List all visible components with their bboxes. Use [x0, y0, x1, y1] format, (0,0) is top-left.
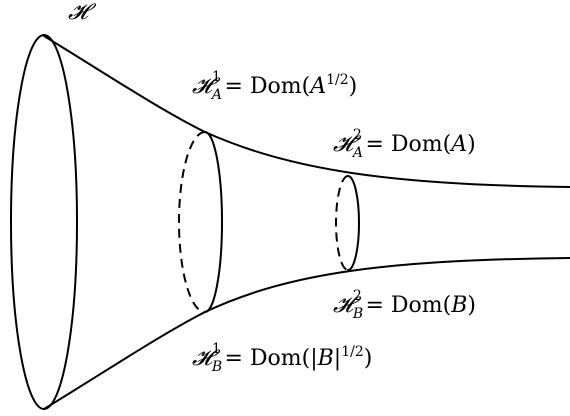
h1b-operator: B — [317, 346, 334, 371]
h2a-superscript: 2 — [352, 127, 362, 143]
h2a-subscript: A — [352, 145, 363, 161]
h1b-superscript: 1 — [211, 341, 221, 357]
h1b-subscript: B — [211, 359, 223, 375]
h1b-dom: Dom — [249, 346, 302, 371]
h1a-superscript: 1 — [211, 69, 221, 85]
h1b-equals: = — [217, 346, 250, 371]
middle-ellipse-front — [204, 131, 223, 313]
inner-ellipse-front — [347, 175, 360, 271]
lower-boundary-curve — [43, 257, 570, 410]
h2b-operator: B — [451, 293, 468, 318]
h1a-subscript: A — [211, 87, 222, 103]
h2a-dom: Dom — [390, 132, 443, 157]
h2a-open-paren: ( — [442, 132, 452, 157]
h1a-close-paren: ) — [348, 74, 358, 99]
outer-ellipse-h — [10, 34, 78, 410]
h1a-open-paren: ( — [301, 74, 311, 99]
h2b-superscript: 2 — [352, 288, 362, 304]
h-symbol: 𝓗 — [68, 0, 88, 25]
h2a-equals: = — [358, 132, 391, 157]
h1b-open-paren: (| — [301, 346, 318, 371]
h1a-symbol: 𝓗 — [192, 74, 212, 99]
h2a-symbol: 𝓗 — [333, 132, 353, 157]
h1b-exponent: 1/2 — [341, 344, 364, 360]
h1a-operator: A — [310, 74, 327, 99]
h1a-exponent: 1/2 — [326, 72, 349, 88]
h2b-open-paren: ( — [442, 293, 452, 318]
h1b-symbol: 𝓗 — [192, 346, 212, 371]
h2b-symbol: 𝓗 — [333, 293, 353, 318]
label-h: 𝓗 — [68, 2, 88, 24]
h2b-subscript: B — [352, 306, 364, 322]
h1a-dom: Dom — [249, 74, 302, 99]
inner-ellipse-back-dashed — [335, 175, 349, 271]
h2b-dom: Dom — [390, 293, 443, 318]
middle-ellipse-back-dashed — [178, 131, 206, 313]
h1a-equals: = — [217, 74, 250, 99]
h2a-operator: A — [451, 132, 468, 157]
h2a-close-paren: ) — [467, 132, 476, 157]
h1b-abs-bar: | — [333, 346, 342, 371]
h2b-close-paren: ) — [467, 293, 476, 318]
h1b-close-paren: ) — [363, 346, 373, 371]
h2b-equals: = — [358, 293, 391, 318]
upper-boundary-curve — [43, 35, 570, 188]
